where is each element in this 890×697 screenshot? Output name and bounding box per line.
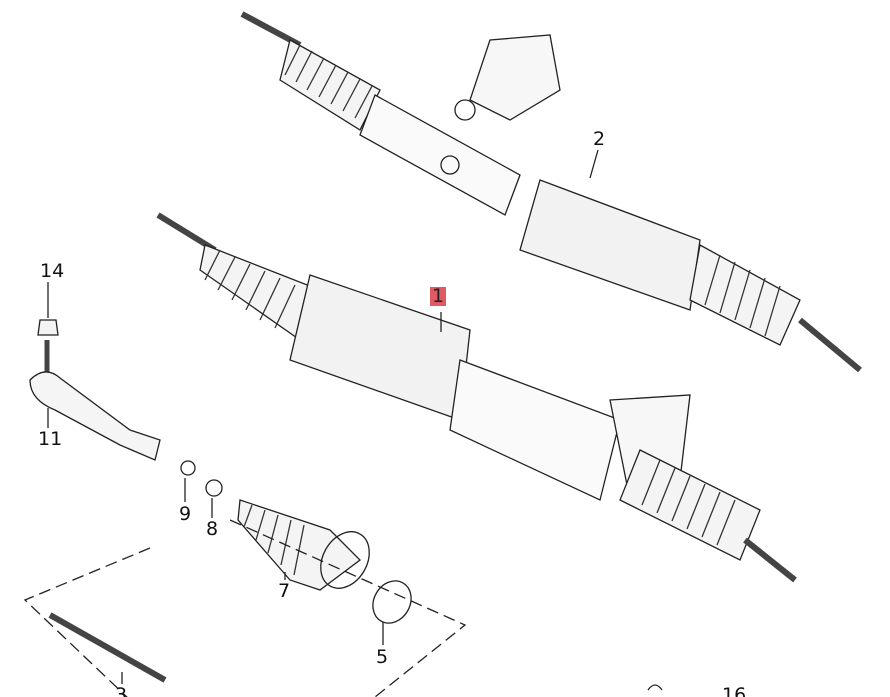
callout-14[interactable]: 14 <box>40 260 65 282</box>
callout-5[interactable]: 5 <box>376 646 389 668</box>
callout-2[interactable]: 2 <box>593 128 606 150</box>
callout-3[interactable]: 3 <box>115 684 128 697</box>
nut-and-clamp <box>180 460 223 518</box>
tie-rod-end <box>29 282 161 461</box>
callout-7[interactable]: 7 <box>278 580 291 602</box>
bolt-16 <box>647 684 663 691</box>
callout-11[interactable]: 11 <box>38 428 63 450</box>
steering-rack-lower <box>156 212 797 583</box>
steering-rack-upper <box>240 11 862 373</box>
boot-and-clamp <box>237 499 412 645</box>
callout-9[interactable]: 9 <box>179 503 192 525</box>
callout-1-highlighted[interactable]: 1 <box>430 285 447 307</box>
callout-8[interactable]: 8 <box>206 518 219 540</box>
repair-kit-box <box>23 519 467 697</box>
inner-tie-rod <box>48 612 167 684</box>
callout-16[interactable]: 16 <box>722 684 747 697</box>
